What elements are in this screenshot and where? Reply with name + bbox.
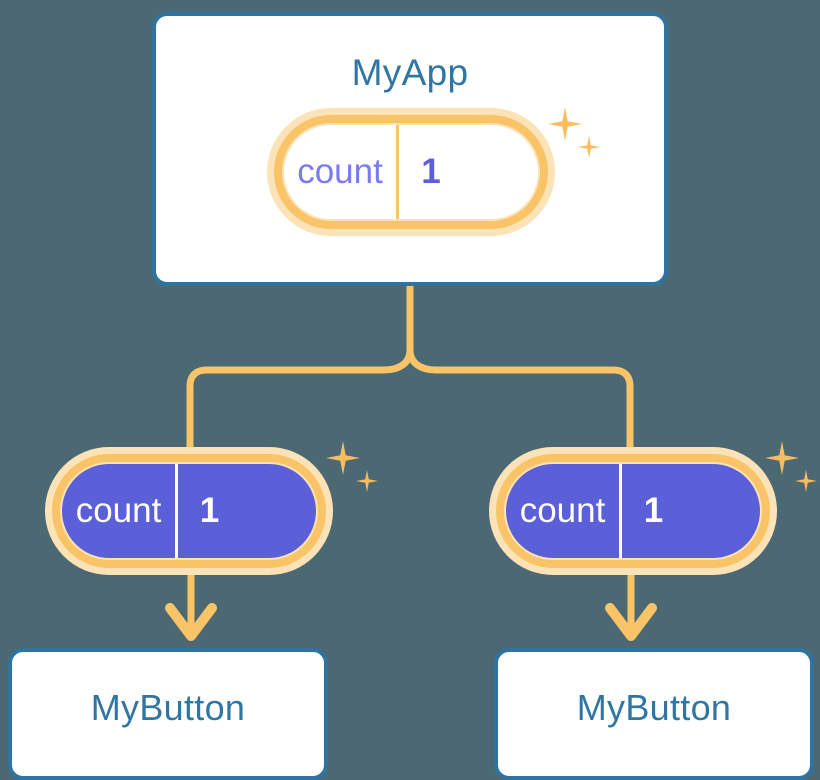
- state-pill-value: 1: [199, 491, 220, 530]
- state-pill-body: count 1: [62, 464, 316, 558]
- sparkle-four-point-small-icon: [356, 470, 378, 492]
- sparkle-four-point-large-icon: [326, 441, 360, 475]
- component-card-title: MyApp: [351, 52, 469, 93]
- component-card-mybutton-right[interactable]: MyButton: [494, 648, 814, 780]
- state-pill-divider: [619, 464, 622, 558]
- state-pill-root[interactable]: count 1: [267, 108, 555, 236]
- arrow-head-left-icon: [165, 603, 217, 641]
- state-pill-body: count 1: [284, 125, 538, 219]
- component-card-title: MyButton: [576, 687, 732, 728]
- state-pill-divider: [175, 464, 178, 558]
- state-pill-ring: count 1: [496, 454, 770, 568]
- component-card-title: MyButton: [90, 687, 246, 728]
- state-pill-right[interactable]: count 1: [489, 447, 777, 575]
- connector-branch-left: [186, 349, 414, 452]
- state-pill-key: count: [75, 491, 162, 530]
- state-pill-ring: count 1: [52, 454, 326, 568]
- state-pill-body: count 1: [506, 464, 760, 558]
- sparkle-four-point-small-icon: [795, 470, 817, 492]
- state-pill-value: 1: [421, 152, 441, 191]
- state-pill-value: 1: [643, 491, 664, 530]
- connector-branch-right: [406, 349, 634, 452]
- arrow-head-right-icon: [605, 603, 657, 641]
- state-pill-key: count: [297, 152, 383, 191]
- state-pill-key: count: [519, 491, 606, 530]
- state-pill-left[interactable]: count 1: [45, 447, 333, 575]
- state-pill-ring: count 1: [274, 115, 548, 229]
- sparkle-four-point-large-icon: [765, 441, 799, 475]
- state-pill-divider: [396, 125, 399, 219]
- component-card-mybutton-left[interactable]: MyButton: [8, 648, 328, 780]
